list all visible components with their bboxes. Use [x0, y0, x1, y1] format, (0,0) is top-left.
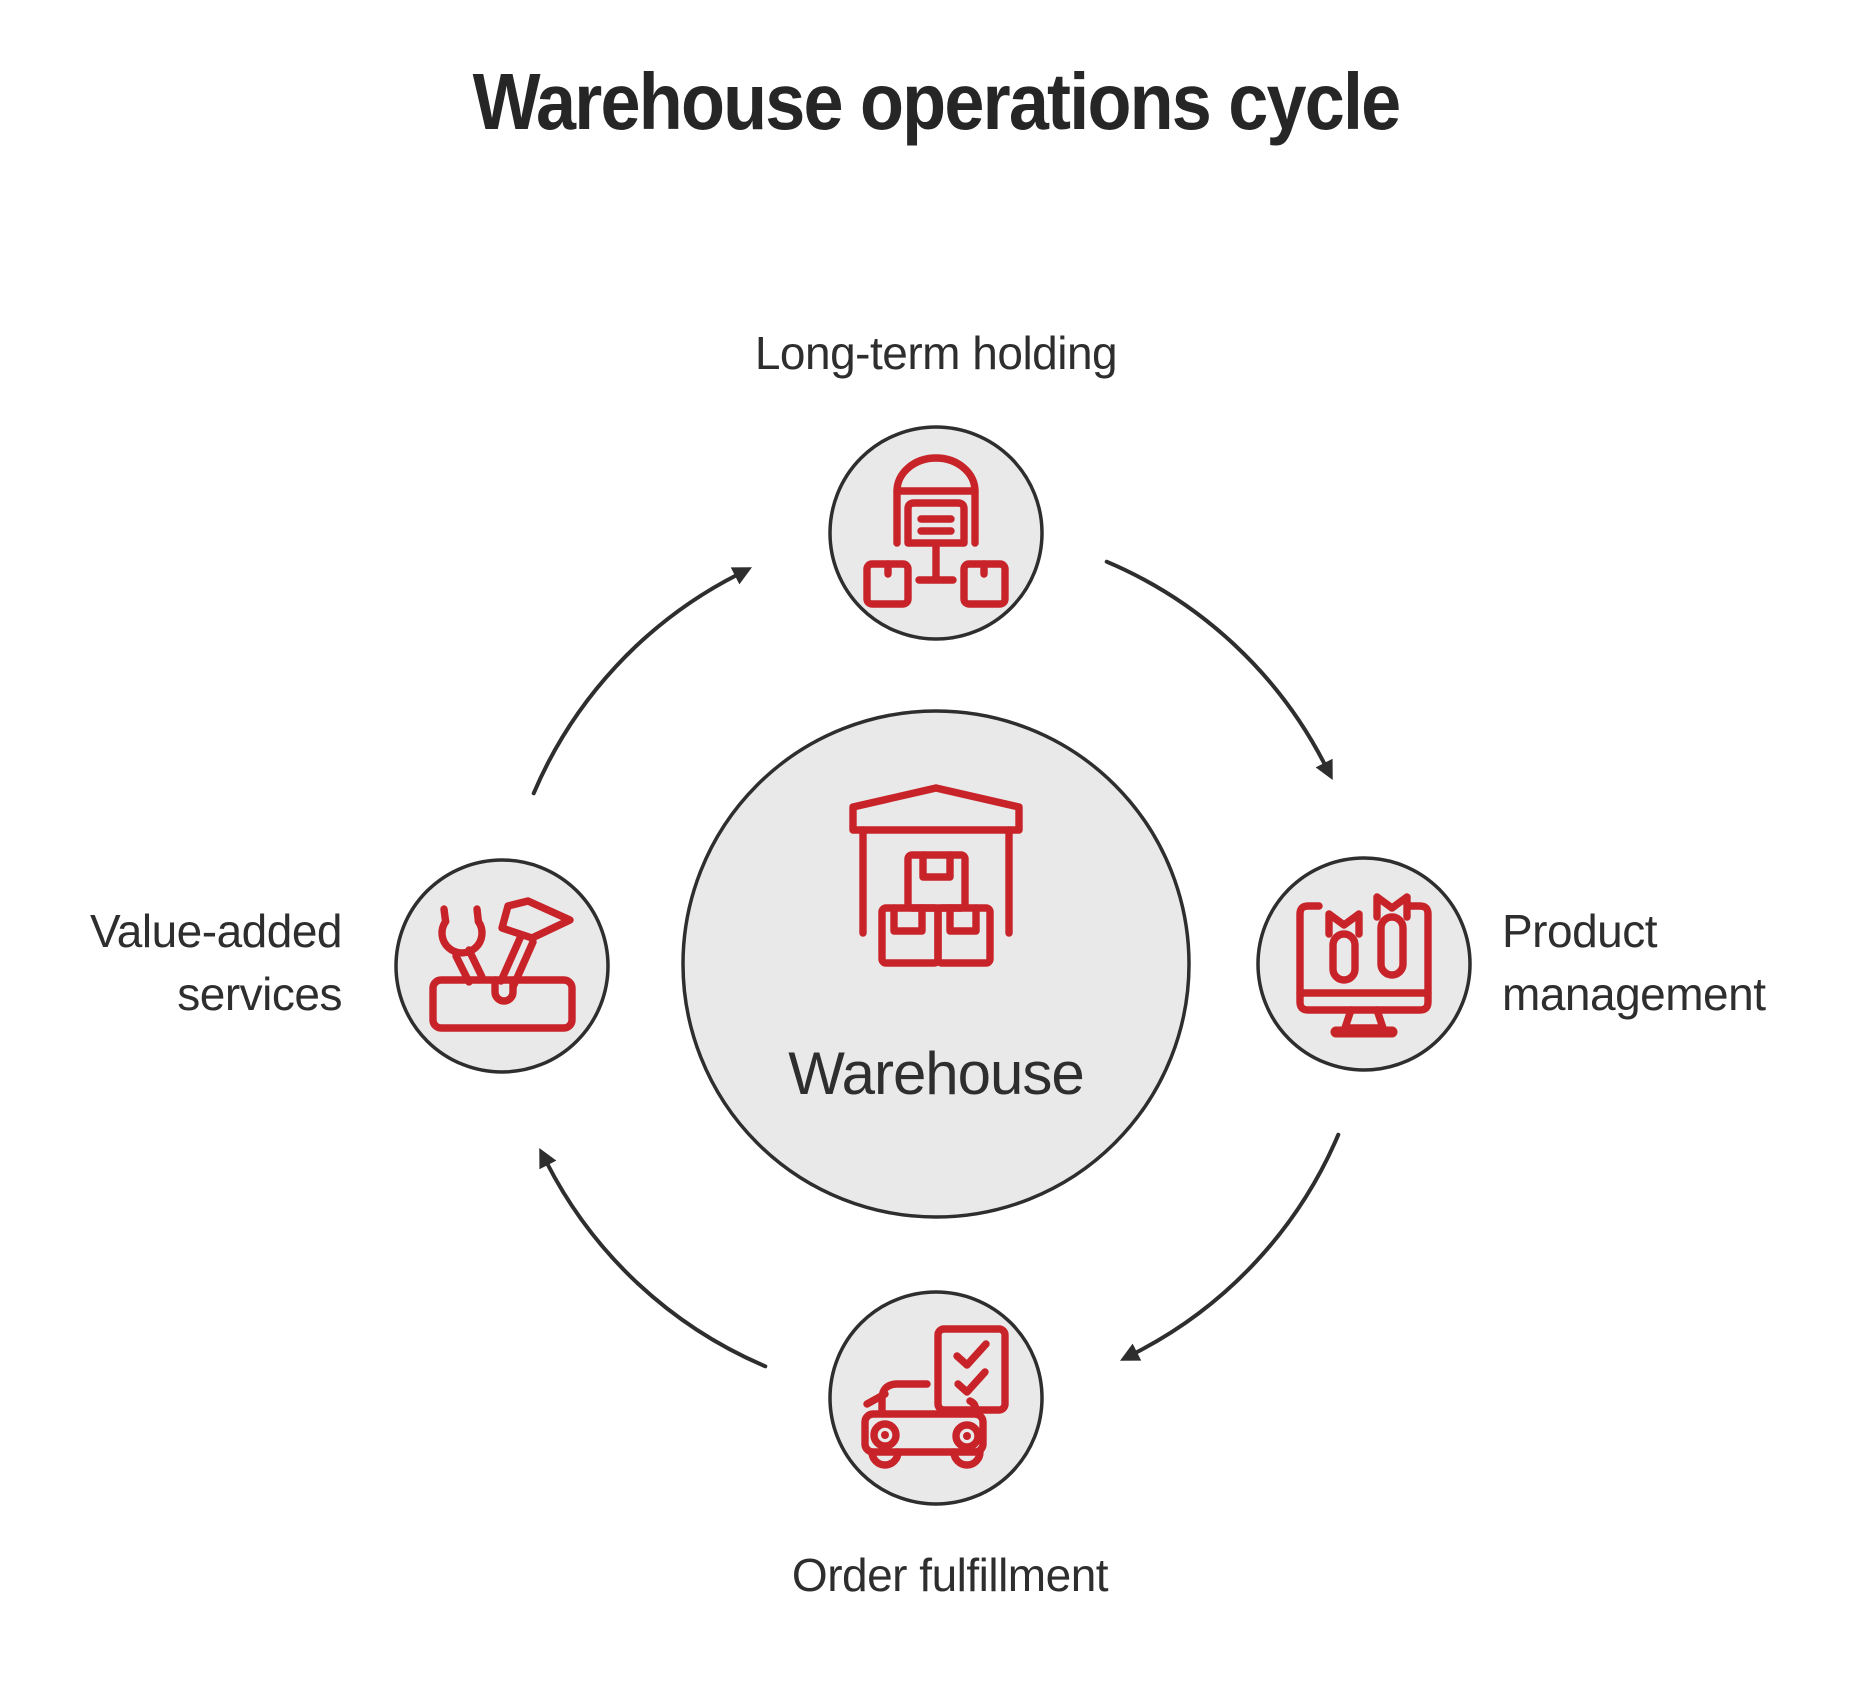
arrow-left-to-top: [531, 567, 752, 796]
label-line: Value-added: [90, 905, 342, 957]
products-monitor-icon: [1296, 893, 1432, 1038]
delivery-car-checklist-icon: [861, 1325, 1009, 1469]
label-long-term-holding: Long-term holding: [536, 322, 1336, 385]
label-line: management: [1502, 968, 1766, 1020]
label-line: Product: [1502, 905, 1658, 957]
label-value-added-services: Value-added services: [0, 900, 342, 1026]
product-management-node-circle: [1256, 856, 1472, 1072]
label-line: services: [177, 968, 342, 1020]
value-added-services-node-circle: [394, 858, 610, 1074]
arrow-top-to-right: [1104, 559, 1333, 780]
arrow-right-to-bottom: [1120, 1132, 1341, 1361]
storage-unit-icon: [863, 454, 1009, 608]
arrow-bottom-to-left: [539, 1148, 768, 1369]
diagram-title: Warehouse operations cycle: [472, 57, 1402, 146]
label-line: Order fulfillment: [791, 1549, 1109, 1601]
toolbox-icon: [429, 897, 576, 1032]
warehouse-icon: [849, 784, 1023, 967]
label-order-fulfillment: Order fulfillment: [550, 1544, 1350, 1607]
label-line: Long-term holding: [754, 327, 1118, 379]
label-product-management: Product management: [1502, 900, 1766, 1026]
label-warehouse: Warehouse: [788, 1040, 1085, 1107]
